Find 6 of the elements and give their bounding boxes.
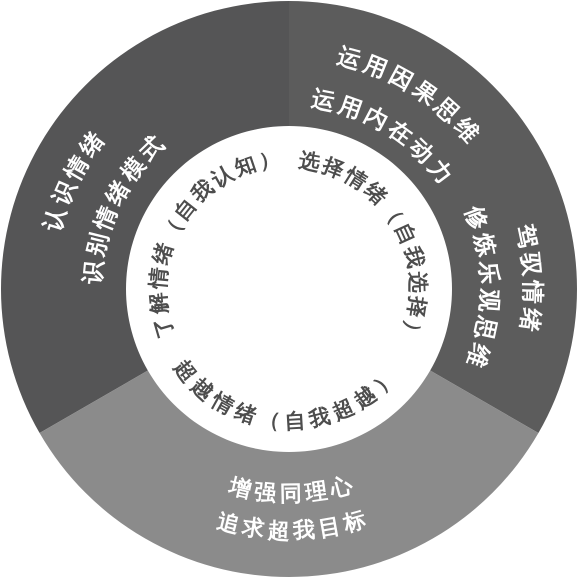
segment-label: 追求超我目标 (214, 506, 372, 544)
ring-segment (288, 0, 578, 434)
stage-heading: 超越情绪（自我超越） (169, 355, 403, 434)
segment-label: 修炼乐观思维 (460, 202, 502, 376)
segment-label: 增强同理心 (226, 471, 358, 507)
segment-label: 驾驭情绪 (511, 222, 546, 338)
